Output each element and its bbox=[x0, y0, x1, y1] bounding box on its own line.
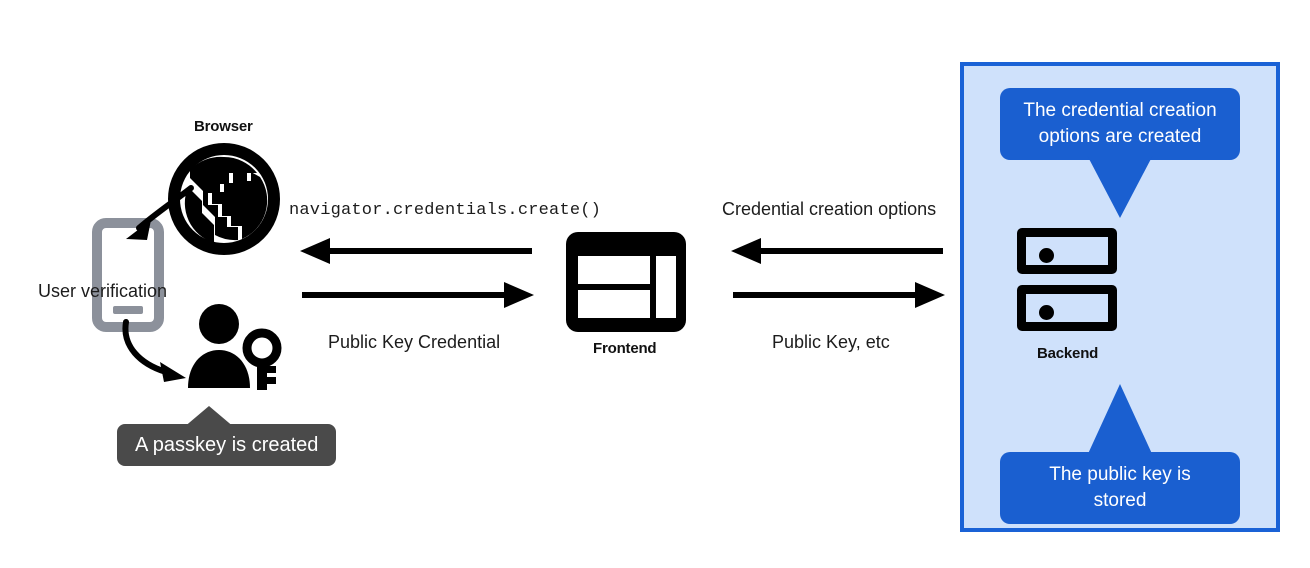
server-led-top-icon bbox=[1039, 248, 1054, 263]
callout-bottom-text: The public key is stored bbox=[1000, 452, 1240, 524]
callout-top-tail-icon bbox=[1087, 155, 1153, 218]
callout-public-key-stored: The public key is stored bbox=[1000, 452, 1240, 524]
smartphone-home-bar-icon bbox=[113, 306, 143, 314]
frontend-pane-bottom-left bbox=[578, 290, 650, 318]
frontend-icon bbox=[566, 232, 686, 332]
public-key-etc-label: Public Key, etc bbox=[772, 332, 890, 352]
callout-top-line2: options are created bbox=[1038, 126, 1202, 147]
server-led-bottom-icon bbox=[1039, 305, 1054, 320]
arrow-frontend-to-backend bbox=[731, 282, 945, 308]
frontend-pane-right bbox=[656, 256, 676, 318]
frontend-pane-top-left bbox=[578, 256, 650, 284]
callout-top-line1: The credential creation bbox=[1023, 100, 1217, 121]
server-unit-bottom-icon bbox=[1017, 285, 1117, 331]
passkey-tooltip: A passkey is created bbox=[117, 424, 337, 466]
arrow-phone-to-user-icon bbox=[118, 319, 218, 400]
callout-bottom-line1: The public key is bbox=[1049, 464, 1191, 485]
arrow-browser-to-frontend bbox=[300, 282, 534, 308]
browser-label: Browser bbox=[194, 118, 253, 135]
callout-bottom-tail-icon bbox=[1087, 384, 1153, 456]
arrow-browser-to-phone-icon bbox=[95, 180, 205, 270]
arrow-frontend-to-browser bbox=[300, 238, 534, 264]
passkey-tooltip-tail-icon bbox=[183, 406, 235, 428]
credential-creation-options-label: Credential creation options bbox=[722, 199, 937, 219]
user-with-key-icon bbox=[186, 304, 284, 390]
navigator-create-label: navigator.credentials.create() bbox=[289, 201, 602, 220]
backend-label: Backend bbox=[1037, 345, 1099, 362]
public-key-credential-label: Public Key Credential bbox=[328, 332, 501, 352]
passkey-tooltip-text: A passkey is created bbox=[117, 424, 337, 466]
callout-bottom-line2: stored bbox=[1093, 490, 1147, 511]
server-unit-top-icon bbox=[1017, 228, 1117, 274]
callout-top-text: The credential creation options are crea… bbox=[1000, 88, 1240, 160]
frontend-label: Frontend bbox=[593, 340, 657, 357]
callout-credential-creation-options: The credential creation options are crea… bbox=[1000, 88, 1240, 160]
user-verification-label: User verification bbox=[38, 281, 168, 301]
arrow-backend-to-frontend bbox=[731, 238, 945, 264]
